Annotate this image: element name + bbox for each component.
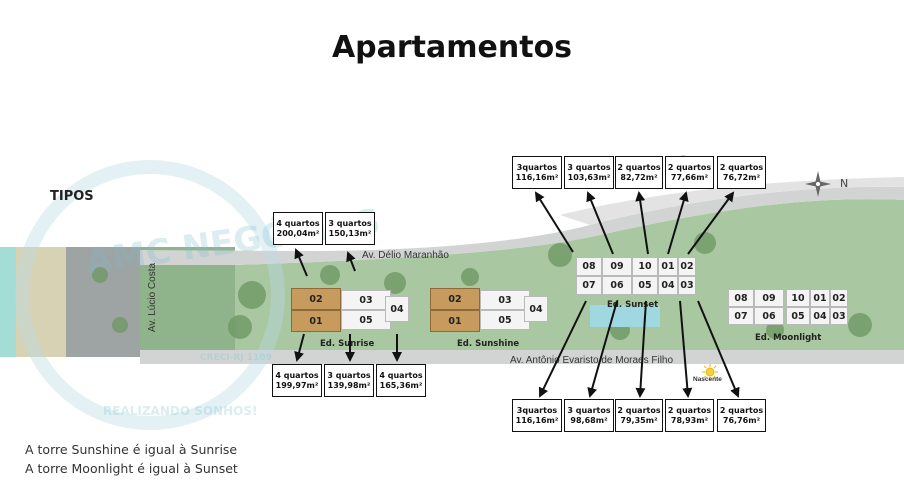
- building-name: Ed. Sunrise: [320, 339, 375, 349]
- section-label: TIPOS: [50, 189, 94, 204]
- left-green: [140, 247, 235, 357]
- site-map: [0, 177, 904, 364]
- unit-cell: 08: [728, 289, 754, 307]
- unit-cell: 02: [678, 257, 696, 276]
- unit-cell: 01: [291, 310, 341, 332]
- unit-cell: 06: [602, 276, 632, 295]
- watermark-creci: CRECI-RJ 1109: [200, 353, 272, 363]
- left-road: [66, 247, 140, 357]
- compass-label: N: [840, 177, 849, 190]
- unit-cell: 03: [678, 276, 696, 295]
- street-left: Av. Lúcio Costa: [147, 262, 159, 333]
- building-name: Ed. Sunshine: [457, 339, 520, 349]
- unit-cell: 10: [632, 257, 658, 276]
- building-name: Ed. Moonlight: [755, 333, 822, 343]
- beach: [16, 247, 66, 357]
- unit-cell: 07: [576, 276, 602, 295]
- building-name: Ed. Sunset: [607, 300, 659, 310]
- unit-cell: 09: [754, 289, 784, 307]
- sea: [0, 247, 16, 357]
- note-line: A torre Moonlight é igual à Sunset: [25, 461, 238, 476]
- street-top: Av. Délio Maranhão: [362, 250, 449, 261]
- unit-cell: 04: [524, 296, 548, 322]
- unit-cell: 08: [576, 257, 602, 276]
- unit-cell: 03: [341, 290, 391, 310]
- unit-cell: 05: [341, 310, 391, 330]
- unit-cell: 05: [786, 307, 810, 325]
- unit-cell: 01: [658, 257, 678, 276]
- note-line: A torre Sunshine é igual à Sunrise: [25, 442, 238, 457]
- unit-cell: 01: [810, 289, 830, 307]
- unit-cell: 05: [480, 310, 530, 330]
- unit-cell: 04: [810, 307, 830, 325]
- unit-cell: 01: [430, 310, 480, 332]
- unit-cell: 02: [830, 289, 848, 307]
- unit-cell: 04: [658, 276, 678, 295]
- page-title: Apartamentos: [331, 30, 573, 65]
- watermark-slogan: REALIZANDO SONHOS!: [103, 404, 258, 418]
- unit-cell: 03: [480, 290, 530, 310]
- sun-label: Nascente: [693, 376, 722, 383]
- unit-cell: 05: [632, 276, 658, 295]
- unit-cell: 06: [754, 307, 784, 325]
- street-bottom: Av. Antônio Evaristo de Moraes Filho: [510, 355, 674, 366]
- unit-cell: 03: [830, 307, 848, 325]
- unit-cell: 04: [385, 296, 409, 322]
- unit-cell: 09: [602, 257, 632, 276]
- unit-cell: 10: [786, 289, 810, 307]
- unit-cell: 07: [728, 307, 754, 325]
- unit-cell: 02: [430, 288, 480, 310]
- unit-cell: 02: [291, 288, 341, 310]
